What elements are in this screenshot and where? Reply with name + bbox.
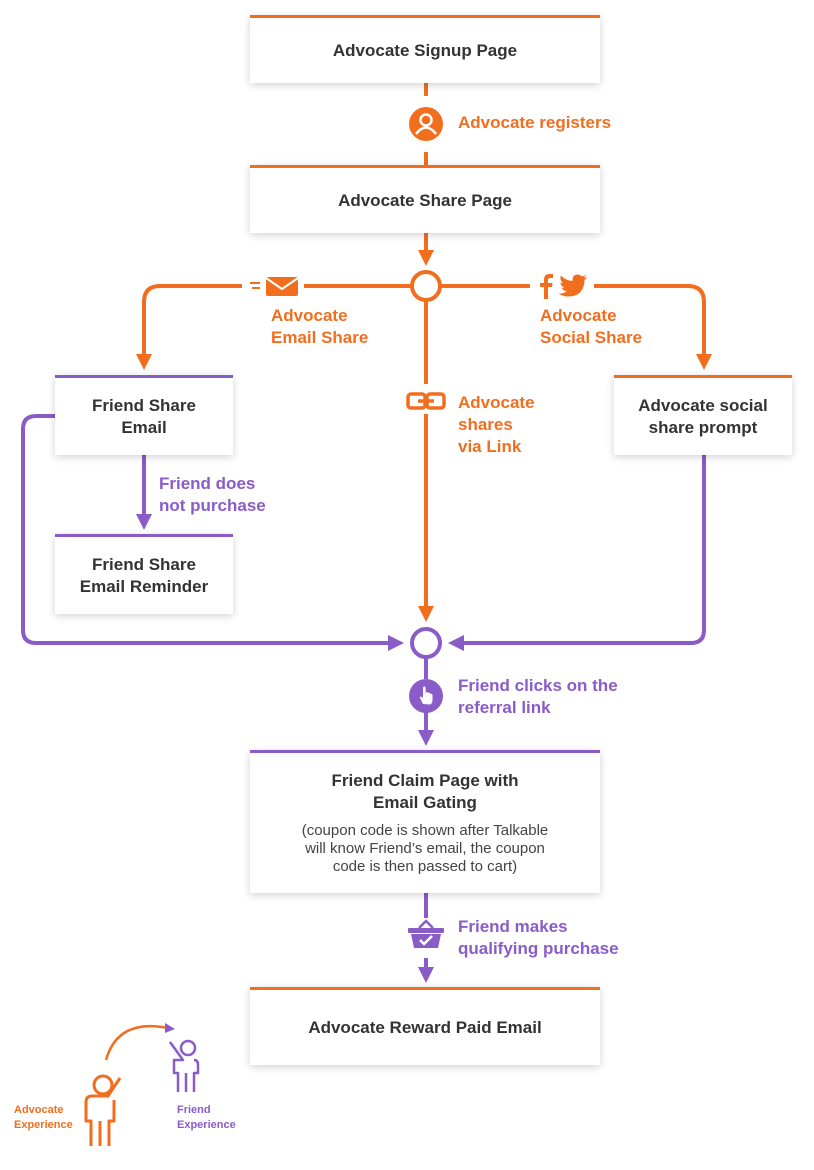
label-line-2: Email Share <box>271 328 369 347</box>
share-junction-node <box>410 270 442 302</box>
advocate-shares-via-link-label: Advocate shares via Link <box>458 392 535 458</box>
legend-referral-arc <box>104 1024 169 1061</box>
friend-clicks-referral-link-label: Friend clicks on the referral link <box>458 675 618 719</box>
friend-figure-icon <box>168 1039 200 1092</box>
note-line-1: (coupon code is shown after Talkable <box>301 822 549 839</box>
friend-share-email-reminder-box: Friend Share Email Reminder <box>55 534 233 614</box>
legend-line-2: Experience <box>177 1119 236 1131</box>
arrow-social-prompt-to-junction <box>448 455 706 651</box>
friend-share-email-box: Friend Share Email <box>55 375 233 455</box>
friend-claim-page-box: Friend Claim Page with Email Gating (cou… <box>250 750 600 893</box>
legend-line-1: Friend <box>177 1104 211 1116</box>
friend-makes-purchase-label: Friend makes qualifying purchase <box>458 916 619 960</box>
box-label-line-2: Email Reminder <box>79 576 209 596</box>
email-icon <box>250 277 299 296</box>
box-note: (coupon code is shown after Talkable wil… <box>282 822 569 876</box>
friend-experience-legend: Friend Experience <box>177 1103 236 1133</box>
box-label-line-1: Friend Share <box>92 395 196 415</box>
label-line-1: Friend makes <box>458 917 568 936</box>
twitter-icon <box>558 274 587 297</box>
box-label: Advocate Share Page <box>338 190 512 210</box>
friend-does-not-purchase-label: Friend does not purchase <box>159 473 266 517</box>
label-line-2: referral link <box>458 698 551 717</box>
box-label-line-1: Advocate social <box>638 395 768 415</box>
label-line-3: via Link <box>458 437 522 456</box>
label-line-1: Advocate <box>271 306 348 325</box>
label-line-2: shares <box>458 415 513 434</box>
note-line-3: code is then passed to cart) <box>332 858 518 875</box>
label-line-1: Friend does <box>159 474 256 493</box>
legend-line-2: Experience <box>14 1119 73 1131</box>
advocate-social-share-label: Advocate Social Share <box>540 305 642 349</box>
box-label-line-1: Friend Share <box>92 554 196 574</box>
label-line-2: Social Share <box>540 328 643 347</box>
advocate-email-share-label: Advocate Email Share <box>271 305 368 349</box>
arrow-social-branch <box>441 284 712 370</box>
advocate-experience-legend: Advocate Experience <box>14 1103 73 1133</box>
advocate-figure-icon <box>84 1074 122 1146</box>
pointer-hand-icon <box>409 679 443 713</box>
advocate-signup-page-box: Advocate Signup Page <box>250 15 600 83</box>
legend-figures-illustration <box>84 1023 200 1146</box>
friend-junction-node <box>410 627 442 659</box>
box-title-line-2: Email Gating <box>373 793 477 812</box>
arrow-email-branch <box>136 284 411 370</box>
legend-arc-arrowhead <box>165 1023 175 1033</box>
advocate-social-share-prompt-box: Advocate social share prompt <box>614 375 792 455</box>
box-label: Advocate Reward Paid Email <box>308 1017 542 1037</box>
label-line-2: qualifying purchase <box>458 939 619 958</box>
advocate-reward-paid-email-box: Advocate Reward Paid Email <box>250 987 600 1065</box>
box-label-line-2: Email <box>121 417 167 437</box>
label-line-1: Friend clicks on the <box>458 676 618 695</box>
arrow-friend-email-to-junction <box>21 414 404 651</box>
box-title-line-1: Friend Claim Page with <box>331 771 519 790</box>
label-line-1: Advocate <box>458 393 535 412</box>
label-line-2: not purchase <box>159 496 266 515</box>
facebook-icon <box>540 274 553 299</box>
box-label-line-2: share prompt <box>648 417 758 437</box>
link-icon <box>406 392 446 410</box>
legend-line-1: Advocate <box>14 1104 64 1116</box>
label-line-1: Advocate <box>540 306 617 325</box>
advocate-registers-label: Advocate registers <box>458 113 612 132</box>
user-icon <box>409 107 443 141</box>
advocate-share-page-box: Advocate Share Page <box>250 165 600 233</box>
note-line-2: will know Friend’s email, the coupon <box>305 840 545 857</box>
basket-icon <box>408 919 444 948</box>
box-label: Advocate Signup Page <box>332 40 518 60</box>
